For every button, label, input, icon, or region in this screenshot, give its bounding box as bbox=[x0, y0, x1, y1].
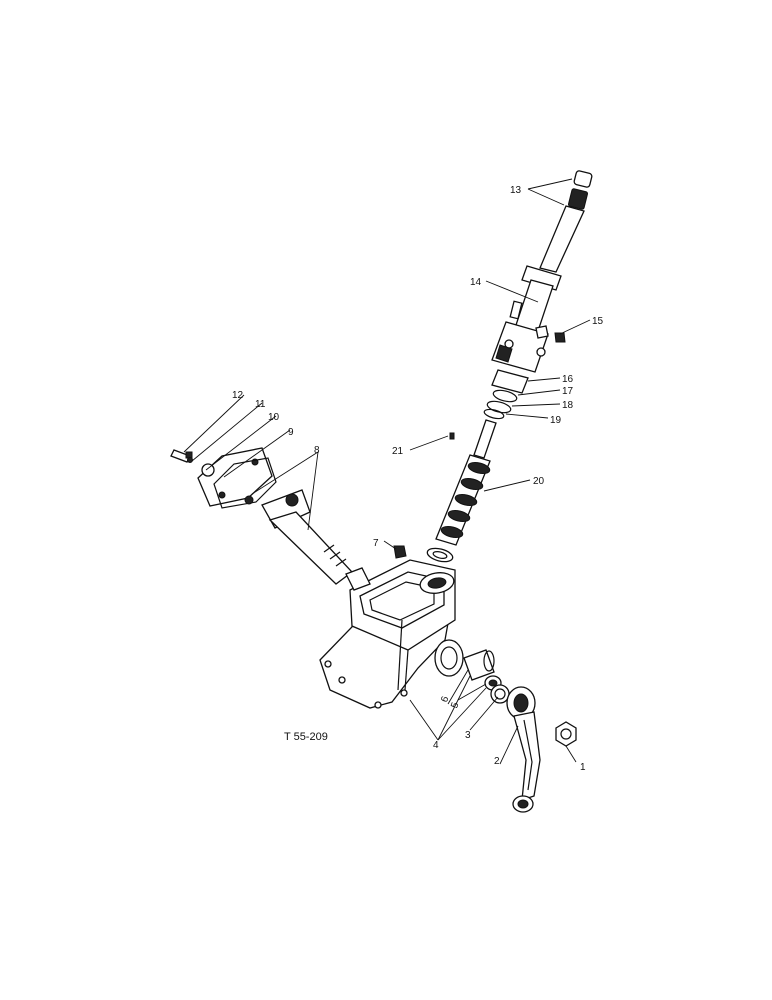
callout-12: 12 bbox=[232, 390, 244, 401]
side-cover-gasket bbox=[213, 457, 277, 509]
filler-plug bbox=[393, 545, 407, 559]
steering-gear-housing bbox=[319, 559, 464, 709]
column-shims-and-washers bbox=[483, 369, 529, 420]
sector-shaft-bushing bbox=[345, 567, 371, 591]
callout-10: 10 bbox=[268, 412, 280, 423]
sector-bushing bbox=[463, 649, 495, 681]
callout-6: 6 bbox=[439, 694, 451, 703]
seal-retainer bbox=[490, 684, 510, 704]
lower-worm-bearing bbox=[426, 547, 454, 563]
callout-14: 14 bbox=[470, 277, 482, 288]
steering-shaft-top bbox=[539, 170, 593, 273]
callout-18: 18 bbox=[562, 400, 574, 411]
cover-lockwasher bbox=[187, 457, 193, 463]
sector-shaft bbox=[261, 489, 353, 585]
callout-16: 16 bbox=[562, 374, 574, 385]
callout-3: 3 bbox=[465, 730, 471, 741]
callout-5: 5 bbox=[449, 700, 461, 709]
callout-20: 20 bbox=[533, 476, 545, 487]
callout-21: 21 bbox=[392, 446, 404, 457]
callout-2: 2 bbox=[494, 756, 500, 767]
callout-17: 17 bbox=[562, 386, 574, 397]
callout-13: 13 bbox=[510, 185, 522, 196]
leader-lines bbox=[183, 178, 591, 765]
steering-column-jacket bbox=[491, 265, 562, 373]
callout-4: 4 bbox=[433, 740, 439, 751]
drawing-code: T 55-209 bbox=[284, 731, 328, 743]
sector-adjusting-nut bbox=[244, 495, 254, 505]
callout-19: 19 bbox=[550, 415, 562, 426]
callout-7: 7 bbox=[373, 538, 379, 549]
callout-8: 8 bbox=[314, 445, 320, 456]
column-bolts bbox=[509, 300, 566, 343]
callout-labels: 1 2 3 4 5 6 7 8 9 10 11 12 13 14 15 16 1… bbox=[232, 185, 604, 773]
worm-shaft bbox=[435, 419, 497, 546]
pitman-arm-nut bbox=[555, 721, 577, 747]
callout-1: 1 bbox=[580, 762, 586, 773]
worm-key bbox=[449, 432, 455, 440]
callout-9: 9 bbox=[288, 427, 294, 438]
callout-15: 15 bbox=[592, 316, 604, 327]
callout-11: 11 bbox=[255, 399, 266, 410]
pitman-arm bbox=[506, 686, 541, 813]
